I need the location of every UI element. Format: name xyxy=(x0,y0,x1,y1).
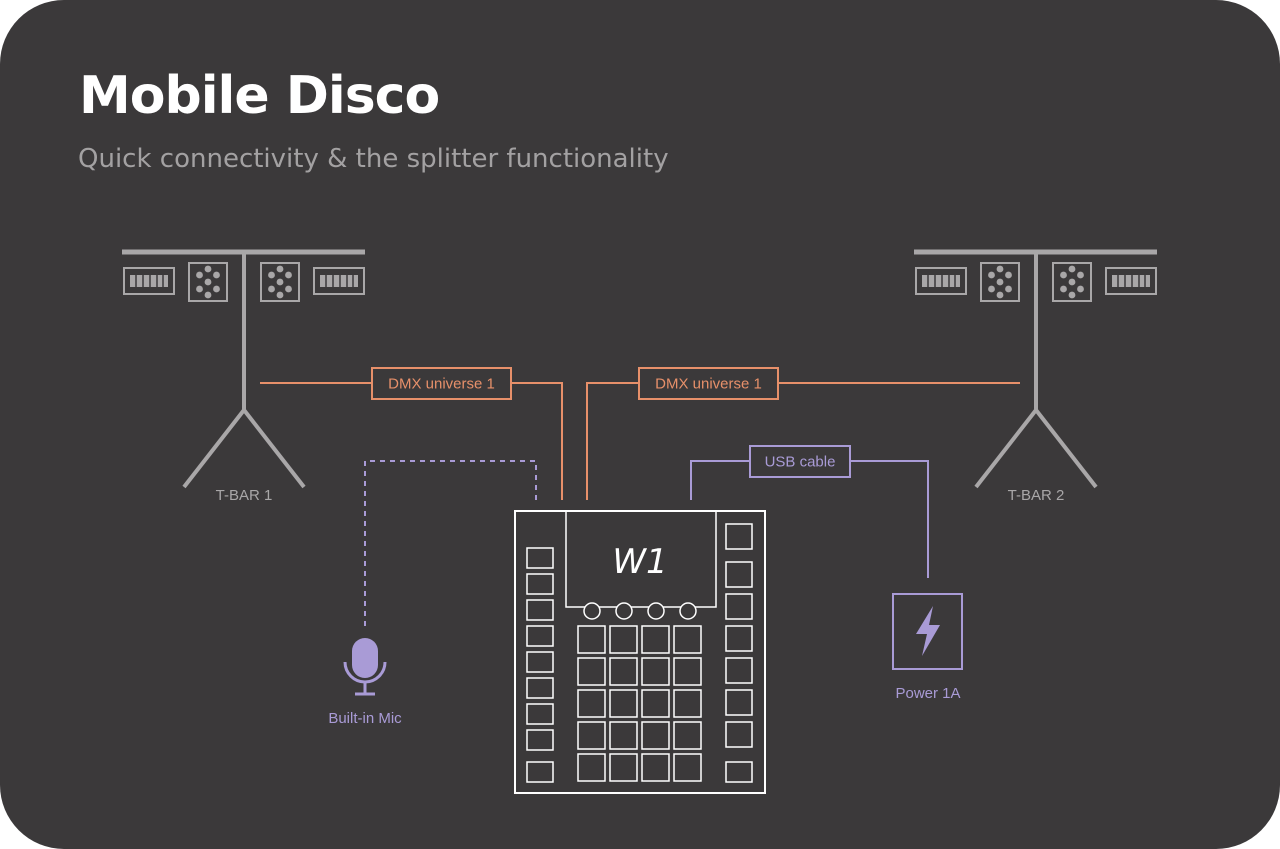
led-bar-fixture xyxy=(1105,267,1157,295)
dmx-label-left: DMX universe 1 xyxy=(388,376,495,393)
led-bar-fixture xyxy=(915,267,967,295)
par-light-fixture xyxy=(188,262,228,302)
tbar-1: T-BAR 1 xyxy=(122,249,365,504)
microphone-icon xyxy=(343,638,387,696)
usb-label: USB cable xyxy=(765,454,836,471)
left-button-column xyxy=(526,547,554,783)
right-button-column xyxy=(725,523,753,783)
device-screen xyxy=(565,510,717,608)
dmx-label-right: DMX universe 1 xyxy=(655,376,762,393)
power-supply xyxy=(892,593,963,670)
led-bar-fixture xyxy=(313,267,365,295)
pad-grid xyxy=(577,625,702,782)
mic-link-dashed xyxy=(364,460,537,630)
par-light-fixture xyxy=(980,262,1020,302)
device-knobs xyxy=(583,602,697,620)
w1-device: W1 xyxy=(514,510,766,794)
mic-label: Built-in Mic xyxy=(328,710,402,727)
page-subtitle: Quick connectivity & the splitter functi… xyxy=(78,144,669,174)
device-logo: W1 xyxy=(612,542,667,582)
power-label: Power 1A xyxy=(895,685,960,702)
par-light-fixture xyxy=(260,262,300,302)
tbar-2: T-BAR 2 xyxy=(914,249,1157,504)
usb-cable: USB cable xyxy=(690,445,929,578)
lightning-icon xyxy=(916,606,940,656)
led-bar-fixture xyxy=(123,267,175,295)
dmx-cable-left: DMX universe 1 xyxy=(260,367,563,500)
dmx-cable-right: DMX universe 1 xyxy=(586,367,1020,500)
page-title: Mobile Disco xyxy=(79,66,440,126)
par-light-fixture xyxy=(1052,262,1092,302)
tbar-1-label: T-BAR 1 xyxy=(216,487,273,504)
tbar-2-label: T-BAR 2 xyxy=(1008,487,1065,504)
